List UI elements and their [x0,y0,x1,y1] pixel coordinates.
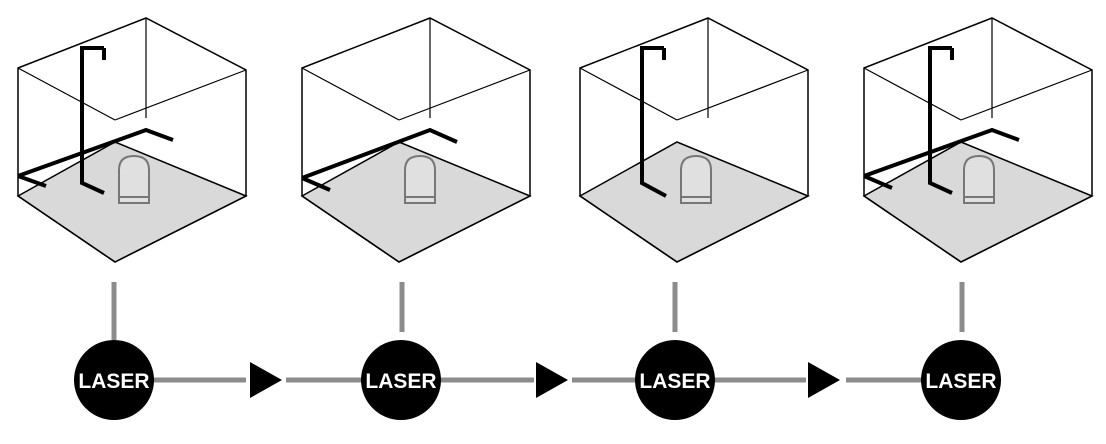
laser-label: LASER [925,370,996,393]
laser-label: LASER [365,370,436,393]
laser-node-4: LASER [921,340,1001,420]
laser-label: LASER [78,370,149,393]
horizontal-line-back-wall [863,174,893,190]
room-cube-icon [300,17,532,263]
room-cube-icon [862,17,1094,263]
vertical-connectors [111,282,965,340]
room-back-edge [863,67,962,121]
laser-node-3: LASER [635,340,715,420]
laser-device-icon [963,154,995,204]
vertical-line-left-wall [80,46,106,195]
stage-2 [300,17,532,263]
room-back-edge [301,67,400,121]
room-cube-icon [16,17,248,263]
room-back-edge [579,67,678,121]
room-back-edge [17,67,116,121]
stage-1 [16,17,248,263]
room-cube-icon [578,17,810,263]
room-back-edge [960,69,1093,121]
horizontal-line-left-wall [863,127,1020,178]
room-back-edge [676,69,809,121]
play-arrow-icon [536,362,568,398]
laser-label: LASER [639,370,710,393]
play-arrow-icon [808,362,840,398]
horizontal-line-left-wall [17,127,174,178]
play-arrow-icon [250,362,282,398]
laser-device-icon [680,154,712,204]
laser-node-1: LASER [74,340,154,420]
horizontal-line-back-wall [17,174,47,188]
vertical-line-left-wall [640,46,667,198]
room-back-edge [398,69,531,121]
laser-device-icon [404,154,436,204]
arrow-heads [250,362,840,398]
horizontal-line-back-wall [301,127,458,192]
laser-device-icon [118,154,150,204]
laser-node-2: LASER [361,340,441,420]
stage-4 [862,17,1094,263]
room-back-edge [114,69,247,121]
vertical-line-left-wall [928,46,954,195]
stage-3 [578,17,810,263]
